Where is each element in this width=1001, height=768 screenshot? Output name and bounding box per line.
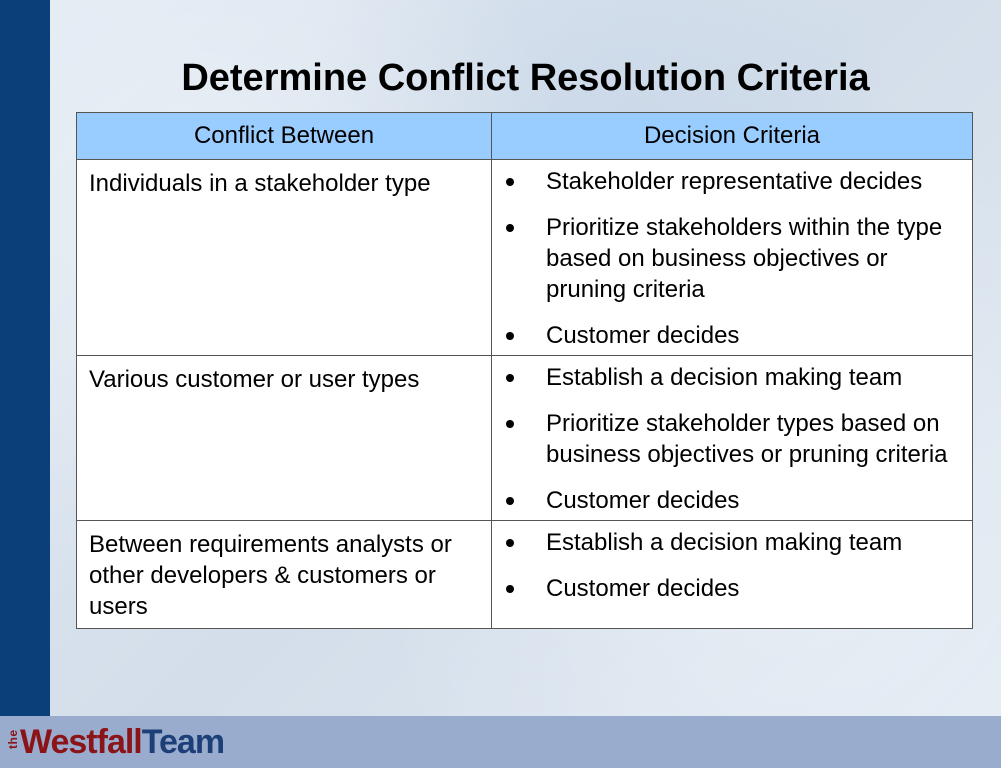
- criteria-list: Establish a decision making team Priorit…: [502, 362, 960, 516]
- criteria-item-text: Establish a decision making team: [546, 364, 903, 391]
- criteria-item: Customer decides: [502, 485, 960, 516]
- slide-title: Determine Conflict Resolution Criteria: [181, 57, 870, 99]
- criteria-item: Prioritize stakeholder types based on bu…: [502, 408, 960, 470]
- criteria-item: Prioritize stakeholders within the type …: [502, 212, 960, 305]
- criteria-cell: Establish a decision making team Priorit…: [491, 355, 973, 521]
- table-header-row: Conflict Between Decision Criteria: [76, 112, 973, 160]
- criteria-cell: Stakeholder representative decides Prior…: [491, 159, 973, 356]
- conflict-cell: Various customer or user types: [76, 355, 492, 521]
- logo-the-text: the: [6, 729, 20, 750]
- table-row: Various customer or user types Establish…: [76, 355, 973, 521]
- criteria-item: Establish a decision making team: [502, 527, 960, 558]
- table-row: Individuals in a stakeholder type Stakeh…: [76, 159, 973, 356]
- bullet-icon: [506, 332, 514, 340]
- criteria-item-text: Establish a decision making team: [546, 529, 903, 556]
- criteria-list: Stakeholder representative decides Prior…: [502, 166, 960, 351]
- criteria-item: Customer decides: [502, 573, 960, 604]
- criteria-item: Stakeholder representative decides: [502, 166, 960, 197]
- left-accent-bar: [0, 0, 50, 716]
- header-conflict-between: Conflict Between: [76, 112, 492, 160]
- criteria-item-text: Customer decides: [546, 487, 740, 514]
- footer-band: [0, 716, 1001, 768]
- bullet-icon: [506, 585, 514, 593]
- conflict-resolution-table: Conflict Between Decision Criteria Indiv…: [76, 112, 973, 629]
- criteria-item-text: Customer decides: [546, 322, 740, 349]
- criteria-item: Establish a decision making team: [502, 362, 960, 393]
- criteria-list: Establish a decision making team Custome…: [502, 527, 960, 604]
- criteria-item-text: Customer decides: [546, 575, 740, 602]
- conflict-cell: Individuals in a stakeholder type: [76, 159, 492, 356]
- bullet-icon: [506, 374, 514, 382]
- westfall-team-logo: the Westfall Team: [6, 718, 225, 766]
- logo-westfall-text: Westfall: [20, 723, 143, 761]
- logo-team-text: Team: [141, 723, 225, 761]
- criteria-item-text: Stakeholder representative decides: [546, 168, 923, 195]
- criteria-item-text: Prioritize stakeholders within the type …: [546, 214, 943, 303]
- criteria-cell: Establish a decision making team Custome…: [491, 520, 973, 629]
- table-row: Between requirements analysts or other d…: [76, 520, 973, 629]
- bullet-icon: [506, 420, 514, 428]
- header-decision-criteria: Decision Criteria: [491, 112, 973, 160]
- bullet-icon: [506, 539, 514, 547]
- bullet-icon: [506, 224, 514, 232]
- bullet-icon: [506, 178, 514, 186]
- criteria-item-text: Prioritize stakeholder types based on bu…: [546, 410, 948, 468]
- bullet-icon: [506, 497, 514, 505]
- conflict-cell: Between requirements analysts or other d…: [76, 520, 492, 629]
- criteria-item: Customer decides: [502, 320, 960, 351]
